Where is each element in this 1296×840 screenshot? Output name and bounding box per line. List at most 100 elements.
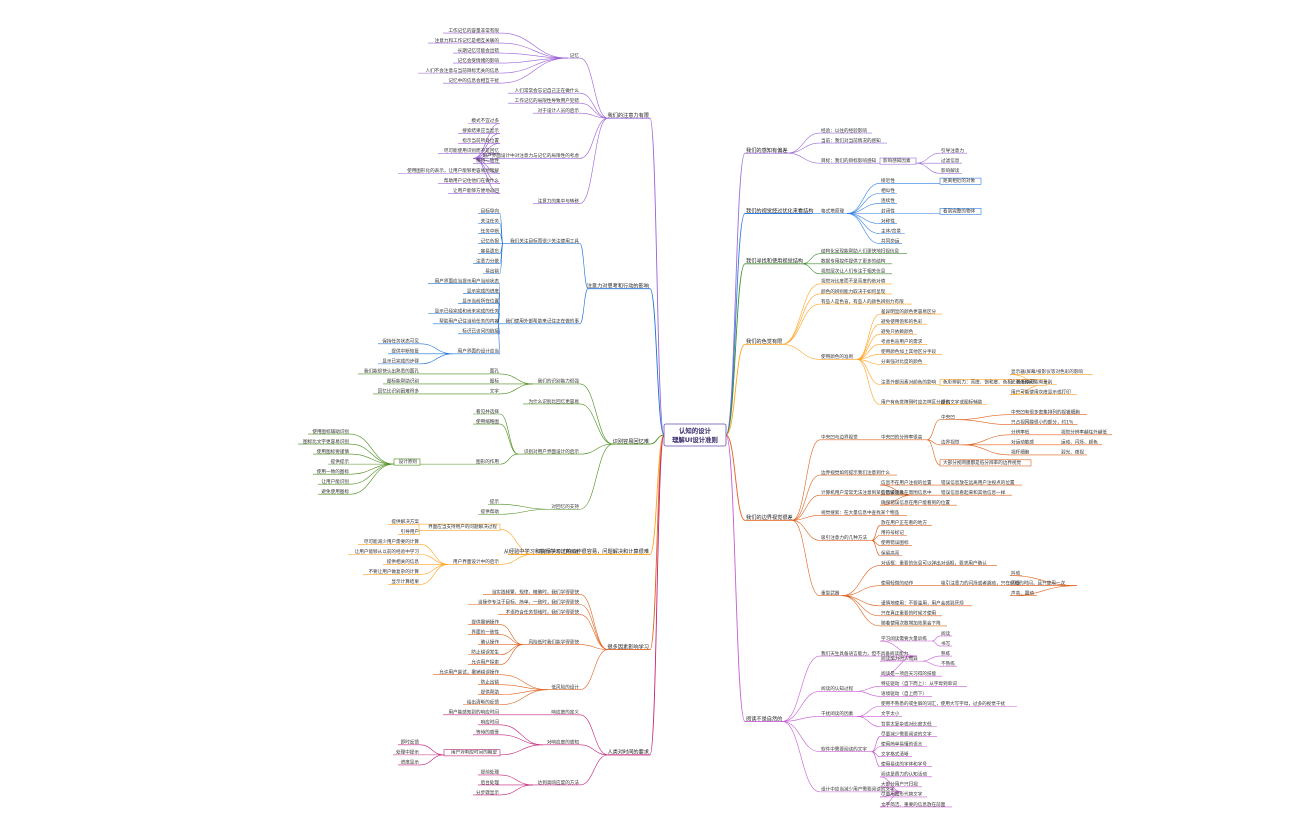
topic-node[interactable]: 阅读的认知过程 bbox=[821, 685, 854, 692]
topic-node[interactable]: 问题解决和计算很难 bbox=[538, 548, 580, 555]
topic-node[interactable]: 错误信息看起来和其他信息一样 bbox=[941, 489, 1006, 496]
topic-node[interactable]: 让用户能够从以前的经验中学习 bbox=[355, 548, 420, 555]
topic-node[interactable]: 保留高亮 bbox=[881, 549, 900, 556]
topic-node[interactable]: 谨慎地使用：不要滥用，用户会感到厌烦 bbox=[881, 600, 964, 607]
topic-node[interactable]: 显示完成的进度 bbox=[467, 287, 500, 294]
topic-node[interactable]: 尽量减少需要阅读的文字 bbox=[881, 730, 932, 737]
topic-node[interactable]: 使用颜色加上其他区分手段 bbox=[881, 348, 937, 355]
topic-node[interactable]: 提供相关的信息 bbox=[387, 558, 420, 565]
topic-node[interactable]: 看见并选择 bbox=[476, 408, 499, 415]
topic-node[interactable]: 边界视觉如何提示我们注意到什么 bbox=[821, 469, 890, 476]
topic-node[interactable]: 差异明显的颜色更容易区分 bbox=[881, 308, 937, 315]
topic-node[interactable]: 允许用户尝试，撤销错误操作 bbox=[439, 668, 499, 675]
topic-node[interactable]: 中央凹有很多密集排列的视锥细胞 bbox=[1011, 408, 1080, 415]
topic-node[interactable]: 图标能帮助识别 bbox=[387, 378, 420, 385]
topic-node[interactable]: 提供帮助 bbox=[481, 689, 500, 696]
topic-node[interactable]: 达到高响应度的方法 bbox=[538, 779, 580, 786]
topic-node[interactable]: 低风险的设计 bbox=[551, 684, 579, 691]
topic-node[interactable]: 给出清晰的反馈 bbox=[467, 699, 500, 706]
topic-node[interactable]: 看到完整的物体 bbox=[943, 207, 976, 214]
topic-node[interactable]: 错误信息放在远离用户注视点的位置 bbox=[941, 479, 1015, 486]
topic-node[interactable]: 避免使用饱和的色彩 bbox=[881, 318, 923, 325]
topic-node[interactable]: 人们不会注意与当前目标无关的信息 bbox=[425, 67, 499, 74]
topic-node[interactable]: 防止出错 bbox=[481, 679, 500, 686]
topic-node[interactable]: 距离相近的对象 bbox=[943, 177, 976, 184]
topic-node[interactable]: 相似性 bbox=[881, 187, 895, 194]
topic-node[interactable]: 信息被淹没在周围信息中 bbox=[881, 489, 932, 496]
topic-node[interactable]: 让用户能够方便地返回 bbox=[453, 187, 499, 194]
topic-node[interactable]: 指示当前所处位置 bbox=[462, 137, 499, 144]
topic-node[interactable]: 放在用户正在看的地方 bbox=[881, 519, 927, 526]
topic-node[interactable]: 当操作专注于目标、简单、一致时，我们学得更快 bbox=[478, 598, 579, 605]
branch-node[interactable]: 我们的边界视觉很差 bbox=[746, 513, 793, 521]
topic-node[interactable]: 我们天生具备语言能力，但不具备阅读能力 bbox=[821, 650, 909, 657]
topic-node[interactable]: 文字太小 bbox=[881, 710, 900, 717]
topic-node[interactable]: 分离强对比度的颜色 bbox=[881, 358, 923, 365]
topic-node[interactable]: 工作记忆的容量非常有限 bbox=[448, 27, 499, 34]
topic-node[interactable]: 标识已访问的链接 bbox=[462, 328, 499, 335]
topic-node[interactable]: 响应时间 bbox=[481, 719, 500, 726]
topic-node[interactable]: 帮助用户记住当前任务的内容 bbox=[439, 318, 499, 325]
topic-node[interactable]: 注意力分散 bbox=[476, 257, 499, 264]
topic-node[interactable]: 后台处理 bbox=[481, 779, 500, 786]
topic-node[interactable]: 中央凹与边界视觉 bbox=[821, 434, 858, 441]
topic-node[interactable]: 防止错误发生 bbox=[471, 648, 499, 655]
topic-node[interactable]: 对运动敏感 bbox=[1011, 439, 1034, 446]
topic-node[interactable]: 容易遗忘 bbox=[481, 247, 500, 254]
topic-node[interactable]: 用户对响应时间的期望 bbox=[451, 749, 497, 756]
topic-node[interactable]: 设计中应当减少用户需要阅读的文字 bbox=[821, 786, 895, 793]
topic-node[interactable]: 结构化呈现能帮助人们更快地扫视信息 bbox=[821, 248, 900, 255]
topic-node[interactable]: 用符号标记 bbox=[881, 529, 904, 536]
topic-node[interactable]: 允许用户探索 bbox=[471, 658, 499, 665]
topic-node[interactable]: 用户界面应当提示用户当前状态 bbox=[435, 277, 500, 284]
topic-node[interactable]: 使用颜色的准则 bbox=[821, 353, 854, 360]
topic-node[interactable]: 处理中提示 bbox=[396, 749, 419, 756]
topic-node[interactable]: 注意力和工作记忆是相互关联的 bbox=[435, 37, 500, 44]
topic-node[interactable]: 封闭性 bbox=[881, 207, 895, 214]
topic-node[interactable]: 尽量用图形代替文字 bbox=[881, 791, 923, 798]
topic-node[interactable]: 学习阅读需要大量训练 bbox=[881, 635, 927, 642]
topic-node[interactable]: 关注任务 bbox=[481, 217, 500, 224]
topic-node[interactable]: 边界视觉 bbox=[941, 439, 960, 446]
topic-node[interactable]: 格式塔原理 bbox=[821, 207, 844, 214]
topic-node[interactable]: 提前处理 bbox=[481, 769, 500, 776]
topic-node[interactable]: 用户可能使用灰度显示或打印 bbox=[1011, 388, 1071, 395]
topic-node[interactable]: 我们的识别能力很强 bbox=[538, 378, 580, 385]
topic-node[interactable]: 计算机用户常常无法注意到某些错误信息 bbox=[821, 489, 904, 496]
topic-node[interactable]: 文字 bbox=[490, 388, 500, 395]
topic-node[interactable]: 确保错误信息在用户能看到的位置 bbox=[881, 499, 950, 506]
root-node[interactable]: 认知的设计 理解UI设计准则 bbox=[663, 423, 727, 447]
branch-node[interactable]: 很多因素影响学习 bbox=[607, 642, 649, 650]
topic-node[interactable]: 只在真正重要的时候才使用 bbox=[881, 610, 937, 617]
topic-node[interactable]: 回忆比识别困难得多 bbox=[378, 388, 420, 395]
topic-node[interactable]: 大部分视网膜都是低分辨率的边界视觉 bbox=[943, 459, 1022, 466]
topic-node[interactable]: 目标：我们的目标影响感知 bbox=[821, 157, 877, 164]
topic-node[interactable]: 引导用户 bbox=[401, 528, 419, 535]
topic-node[interactable]: 搜索结果应当显示 bbox=[462, 127, 499, 134]
topic-node[interactable]: 图标比文字更容易识别 bbox=[303, 438, 349, 445]
topic-node[interactable]: 文字简洁、重要的信息放在前面 bbox=[881, 801, 946, 808]
topic-node[interactable]: 保持一致性 bbox=[476, 157, 499, 164]
topic-node[interactable]: 视杆细胞 bbox=[1011, 449, 1030, 456]
topic-node[interactable]: 特征驱动（自下而上）：从字母到单词 bbox=[881, 680, 957, 687]
topic-node[interactable]: 长期记忆可能会出错 bbox=[458, 47, 500, 54]
topic-node[interactable]: 识别对用户界面设计的启示 bbox=[524, 448, 580, 455]
topic-node[interactable]: 经验：以往的经验影响 bbox=[821, 127, 867, 134]
topic-node[interactable]: 视觉分辨率越往外越低 bbox=[1061, 429, 1107, 436]
topic-node[interactable]: 声音、震动 bbox=[1011, 590, 1034, 597]
topic-node[interactable]: 影响感知因素 bbox=[883, 157, 911, 164]
topic-node[interactable]: 影响解读 bbox=[941, 167, 960, 174]
topic-node[interactable]: 我们关注目标而很少关注使用工具 bbox=[510, 237, 579, 244]
topic-node[interactable]: 视觉层次让人们专注于相关信息 bbox=[821, 268, 886, 275]
topic-node[interactable]: 考虑色盲用户的需求 bbox=[881, 338, 923, 345]
topic-node[interactable]: 工作记忆的局限性导致用户犯错 bbox=[515, 97, 580, 104]
topic-node[interactable]: 不熟练 bbox=[941, 660, 955, 667]
topic-node[interactable]: 阅读是一项后天习得的技能 bbox=[881, 670, 937, 677]
topic-node[interactable]: 提供撤销操作 bbox=[471, 618, 499, 625]
topic-node[interactable]: 注意力的集中与转移 bbox=[538, 197, 580, 204]
topic-node[interactable]: 注意外部因素对颜色的影响 bbox=[881, 378, 937, 385]
topic-node[interactable]: 阅读能力因人而异 bbox=[881, 655, 918, 662]
topic-node[interactable]: 避免使用图标 bbox=[321, 488, 349, 495]
topic-node[interactable]: 显示计算结果 bbox=[391, 578, 419, 585]
topic-node[interactable]: 提供帮助 bbox=[481, 508, 500, 515]
